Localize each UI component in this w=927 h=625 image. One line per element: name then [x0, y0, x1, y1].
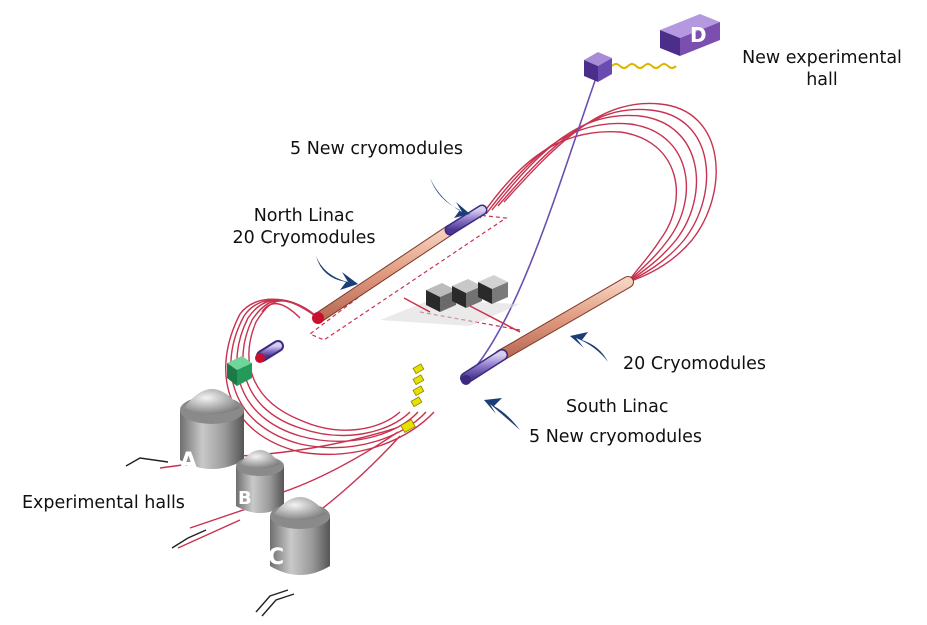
hall-c-letter: C	[268, 545, 284, 570]
arrow-south-cryo20-icon	[570, 332, 608, 362]
hall-c-dome-icon: C	[268, 497, 330, 575]
south-new-cryomodules	[460, 349, 508, 385]
west-recirculation-arcs	[225, 298, 435, 456]
hall-a-letter: A	[180, 449, 197, 474]
curved-arrows	[316, 178, 608, 430]
arrow-south-new-cryo-icon	[484, 398, 520, 430]
label-new-experimental-hall: New experimental hall	[732, 47, 912, 91]
hall-b-dome-icon: B	[236, 450, 284, 513]
hall-d-beamline	[467, 77, 597, 377]
injector-cube-icon	[227, 356, 252, 386]
label-north-linac: North Linac 20 Cryomodules	[224, 205, 384, 249]
north-new-cryomodules	[444, 204, 488, 236]
arrow-new-cryo-north-icon	[430, 178, 470, 218]
spreader-magnets	[400, 363, 425, 434]
label-new-hall-line2: hall	[806, 70, 838, 90]
north-linac	[312, 224, 456, 324]
label-20-cryomodules-south: 20 Cryomodules	[623, 354, 767, 374]
label-new-hall-line1: New experimental	[742, 48, 902, 68]
injector-segment	[255, 340, 284, 363]
label-5-new-cryo-south: 5 New cryomodules	[529, 427, 703, 447]
central-building-icon	[380, 275, 521, 333]
east-recirculation-arcs	[479, 102, 717, 283]
label-north-linac-line2: 20 Cryomodules	[232, 228, 376, 248]
hall-a-dome-icon: A	[180, 389, 244, 474]
hall-b-letter: B	[238, 488, 252, 509]
south-linac	[494, 276, 634, 362]
label-5-new-cryo-north: 5 New cryomodules	[290, 139, 464, 159]
label-north-linac-line1: North Linac	[253, 206, 355, 226]
hall-d-letter: D	[690, 23, 707, 47]
hall-d-building: D	[584, 14, 720, 82]
hall-d-transport	[611, 63, 677, 69]
hall-beam-dumps	[125, 457, 295, 617]
arrow-north-linac-icon	[316, 256, 358, 290]
label-south-linac: South Linac	[566, 397, 669, 417]
label-experimental-halls: Experimental halls	[22, 493, 185, 513]
